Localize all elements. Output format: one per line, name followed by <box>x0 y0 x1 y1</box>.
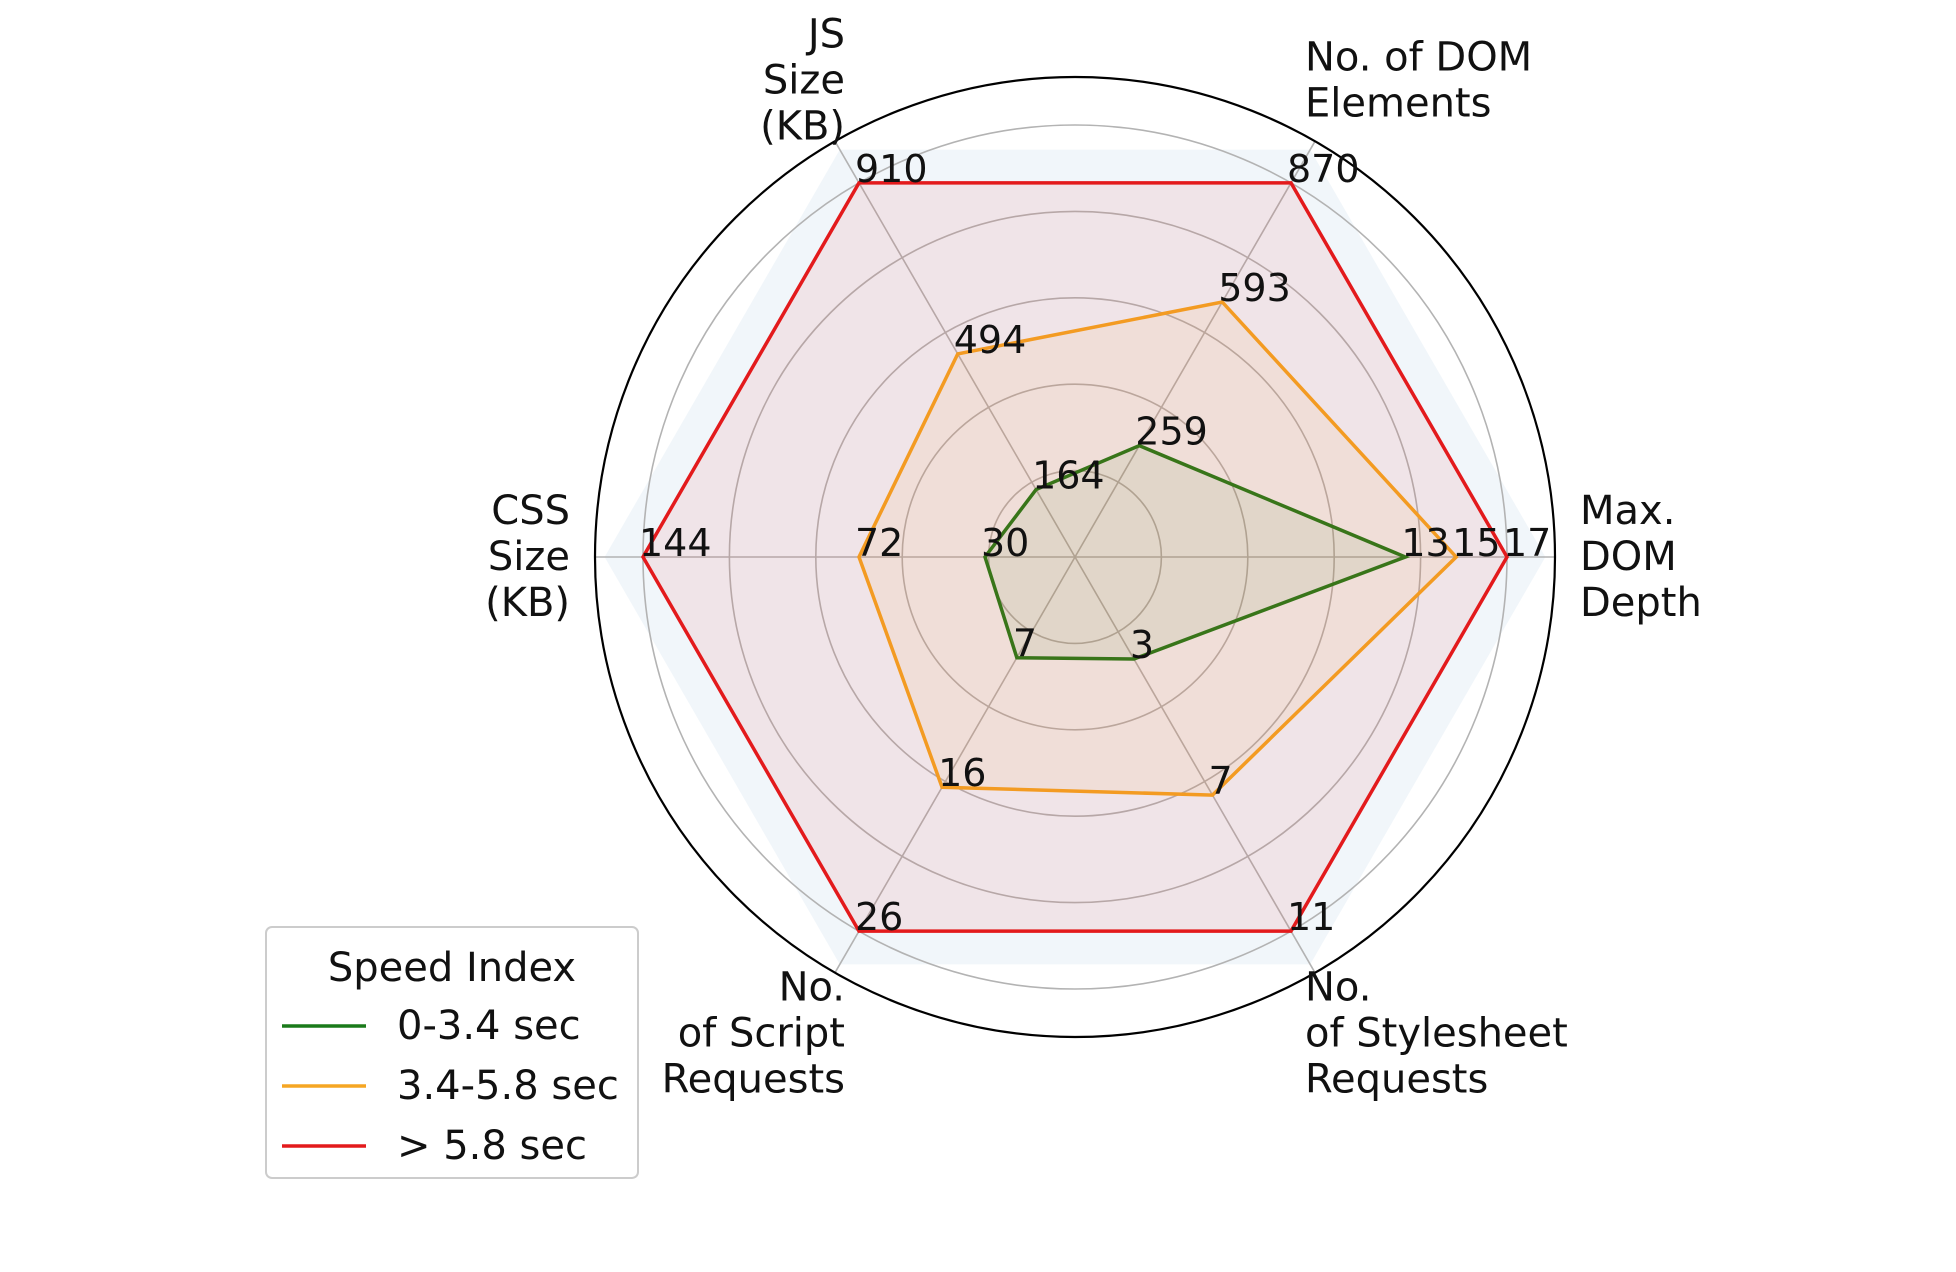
outer-circle <box>593 75 1557 1039</box>
legend-entry-label: 3.4-5.8 sec <box>397 1063 619 1109</box>
grid-spoke <box>834 556 1076 974</box>
axis-label-line: DOM <box>1580 534 1677 580</box>
value-label: 7 <box>1208 759 1232 803</box>
series-polygon <box>640 181 1510 933</box>
series-polygon <box>857 300 1459 797</box>
legend-box <box>265 926 639 1179</box>
outer-frame <box>593 75 1557 1039</box>
value-label: 30 <box>981 521 1029 565</box>
axis-label-line: of Script <box>678 1010 845 1056</box>
series-layer <box>640 181 1510 933</box>
legend-entry-label: 0-3.4 sec <box>397 1003 581 1049</box>
value-label: 17 <box>1503 521 1551 565</box>
value-label: 16 <box>938 751 986 795</box>
axis-label-line: CSS <box>491 488 570 534</box>
value-label: 26 <box>855 895 903 939</box>
value-label: 3 <box>1130 623 1154 667</box>
axis-label-line: Size <box>488 534 570 580</box>
axis-label-line: Elements <box>1305 81 1491 127</box>
legend: Speed Index 0-3.4 sec 3.4-5.8 sec > 5.8 se… <box>265 926 639 1179</box>
value-label: 15 <box>1452 521 1500 565</box>
value-label: 910 <box>855 147 928 191</box>
axis-label-line: JS <box>805 12 845 58</box>
axis-label-line: Requests <box>1305 1056 1488 1102</box>
value-label: 259 <box>1135 410 1208 454</box>
axis-label-line: Depth <box>1580 580 1702 626</box>
value-label: 494 <box>954 318 1027 362</box>
axis-label-line: Requests <box>662 1056 845 1102</box>
axis-label-line: No. <box>1305 964 1371 1010</box>
axis-label-line: Max. <box>1580 488 1675 534</box>
value-label: 7 <box>1013 622 1037 666</box>
value-label: 11 <box>1287 895 1335 939</box>
grid-spoke <box>1074 140 1316 558</box>
value-label: 593 <box>1218 266 1291 310</box>
grid-spoke <box>834 140 1076 558</box>
value-label: 72 <box>855 521 903 565</box>
grid-spoke <box>1074 556 1316 974</box>
series-polygon <box>983 443 1411 661</box>
legend-entry-label: > 5.8 sec <box>397 1123 587 1169</box>
axis-label-line: No. of DOM <box>1305 35 1532 81</box>
legend-entries: 0-3.4 sec 3.4-5.8 sec > 5.8 sec <box>282 1003 619 1169</box>
value-label: 13 <box>1401 521 1449 565</box>
value-label: 164 <box>1032 454 1105 498</box>
axis-label-line: (KB) <box>485 580 570 626</box>
legend-title: Speed Index <box>328 945 576 991</box>
axis-label-line: Size <box>763 58 845 104</box>
axis-label-line: No. <box>779 964 845 1010</box>
value-label: 870 <box>1287 147 1360 191</box>
value-label: 144 <box>639 521 712 565</box>
radial-grid <box>595 124 1555 990</box>
axis-label-line: of Stylesheet <box>1305 1010 1568 1056</box>
axis-label-line: (KB) <box>760 104 845 150</box>
